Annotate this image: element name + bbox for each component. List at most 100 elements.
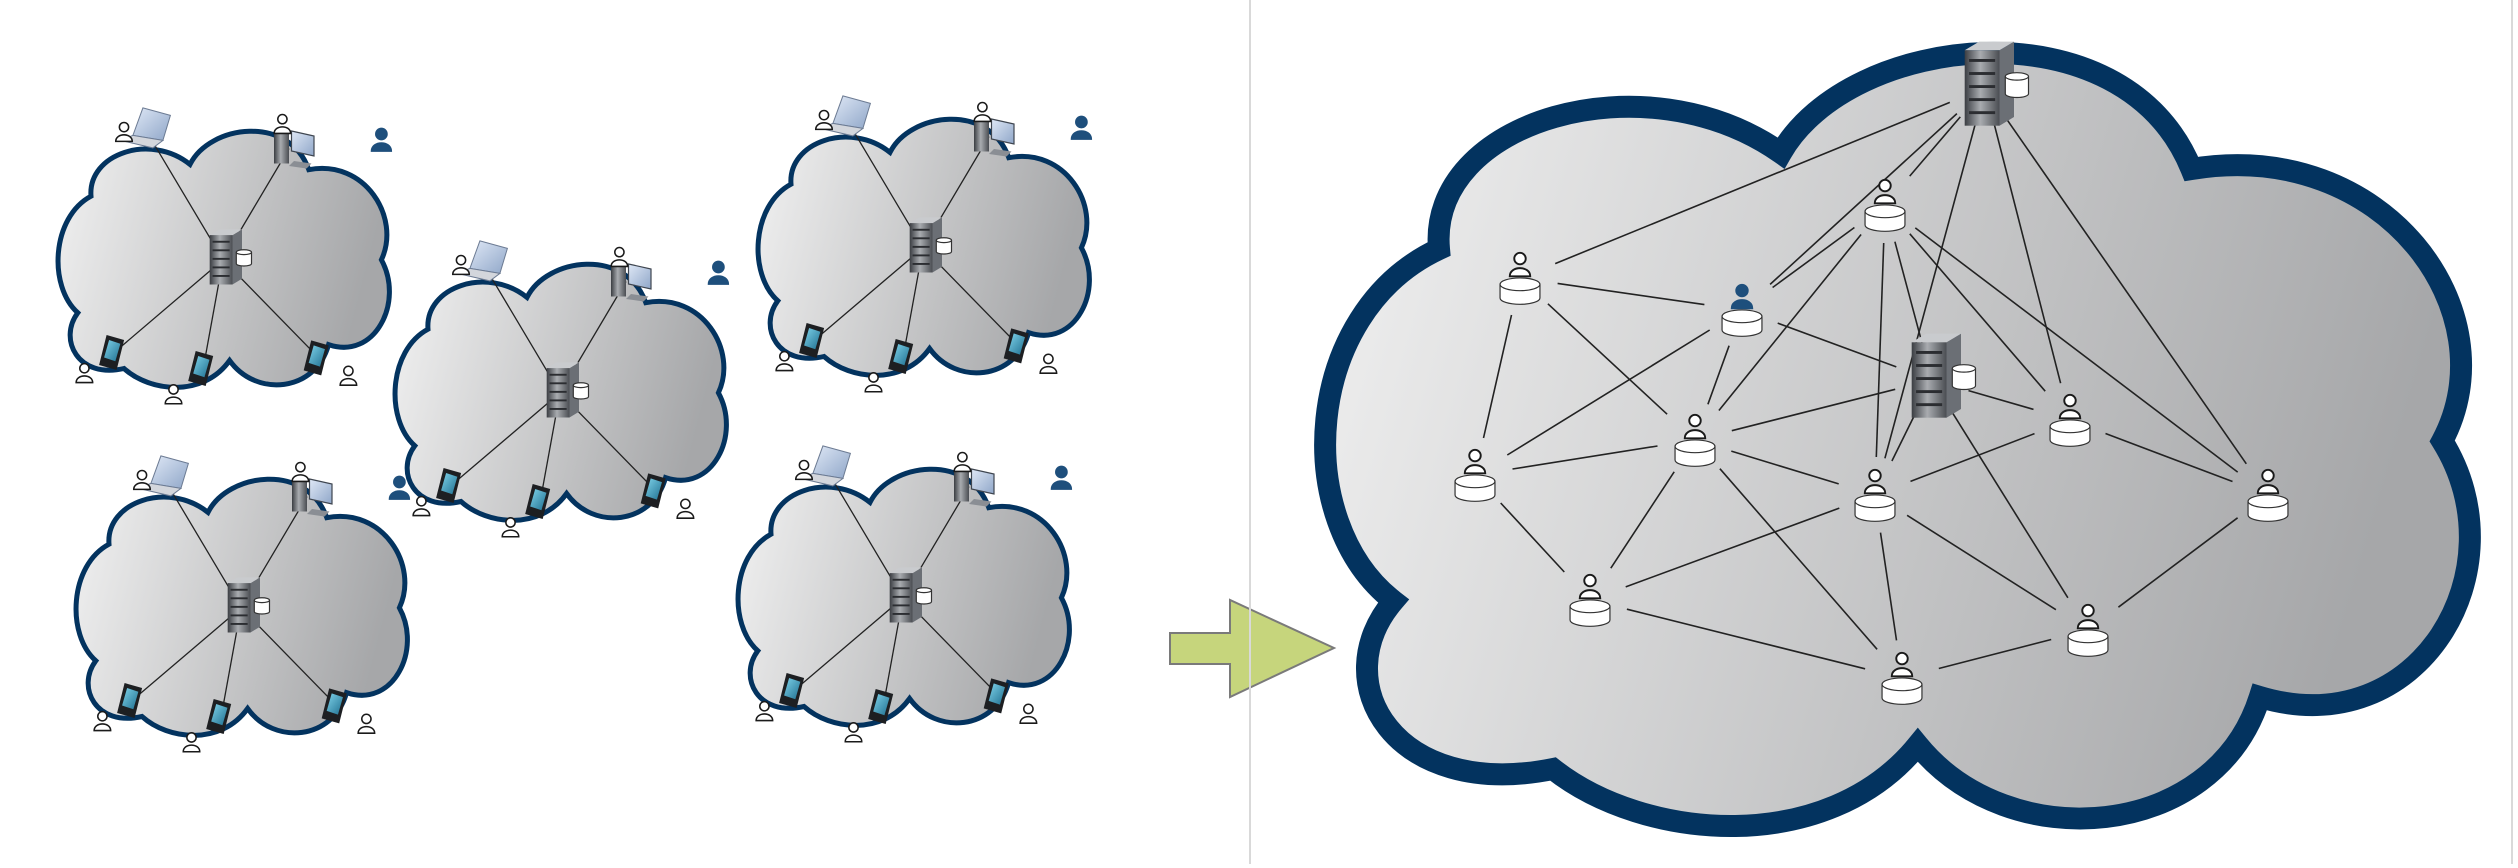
user-icon: [451, 254, 471, 276]
database-icon: [1721, 309, 1763, 337]
database-icon: [2067, 629, 2109, 657]
user-icon: [132, 469, 152, 491]
connector-line: [1500, 502, 1565, 573]
user-icon: [273, 113, 292, 135]
transition-arrow-group: [1169, 598, 1337, 699]
database-icon: [1854, 494, 1896, 522]
user-node: [2247, 468, 2289, 522]
user-node: [1454, 448, 1496, 502]
database-icon: [1674, 439, 1716, 467]
unified-cloud-group: [1314, 41, 2481, 837]
connector-line: [1968, 389, 2034, 411]
user-icon: [388, 475, 411, 500]
connector-line: [1769, 113, 1958, 285]
laptop-icon: [818, 95, 872, 137]
database-icon: [1569, 599, 1611, 627]
user-node: [2049, 393, 2091, 447]
arrow-right-icon: [1169, 598, 1337, 699]
connector-line: [1993, 124, 2062, 384]
smartphone-icon: [99, 335, 125, 371]
connector-line: [450, 392, 561, 487]
database-icon: [235, 249, 253, 267]
connector-line: [1731, 388, 1896, 432]
server-icon: [1964, 41, 2030, 126]
connector-line: [1772, 226, 1855, 289]
database-icon: [935, 237, 953, 255]
desktop-icon: [611, 263, 652, 302]
connector-line: [793, 597, 904, 692]
connector-line: [1557, 282, 1705, 306]
user-icon: [755, 700, 774, 722]
connector-line: [1938, 638, 2052, 670]
user-node: [1721, 283, 1763, 337]
user-icon: [412, 495, 431, 517]
connector-line: [1554, 101, 1951, 265]
user-icon: [973, 101, 992, 123]
smartphone-icon: [188, 350, 214, 386]
user-node: [2067, 603, 2109, 657]
connector-line: [2117, 517, 2239, 608]
isolated-cloud: [392, 240, 730, 538]
isolated-cloud: [55, 107, 393, 405]
user-icon: [357, 713, 376, 734]
panel-divider: [1249, 0, 1251, 864]
user-icon: [114, 121, 134, 143]
connector-line: [1906, 514, 2057, 611]
smartphone-icon: [983, 678, 1009, 714]
user-icon: [1070, 115, 1093, 140]
smartphone-icon: [799, 323, 825, 359]
user-node: [1569, 573, 1611, 627]
connector-line: [113, 259, 224, 354]
user-icon: [1463, 448, 1487, 475]
user-icon: [844, 722, 863, 743]
smartphone-icon: [525, 483, 551, 519]
user-node: [1881, 651, 1923, 705]
smartphone-icon: [1003, 328, 1029, 364]
user-icon: [291, 461, 310, 483]
connector-line: [2105, 432, 2233, 483]
connector-line: [1610, 471, 1675, 569]
user-icon: [953, 451, 972, 473]
connector-line: [1884, 124, 1976, 459]
connector-line: [2006, 118, 2247, 465]
connector-line: [131, 607, 242, 702]
database-icon: [2247, 494, 2289, 522]
connector-line: [813, 247, 924, 342]
isolated-cloud: [755, 95, 1093, 393]
user-icon: [2058, 393, 2082, 420]
connector-line: [1626, 608, 1866, 670]
connector-line: [1914, 227, 2239, 473]
connector-line: [1777, 322, 1897, 368]
user-icon: [164, 384, 183, 405]
user-icon: [1508, 251, 1532, 278]
smartphone-icon: [117, 683, 143, 719]
user-icon: [1683, 413, 1707, 440]
database-icon: [1881, 677, 1923, 705]
database-icon: [1951, 364, 1977, 391]
smartphone-icon: [321, 688, 347, 724]
connector-line: [1951, 411, 2069, 599]
user-icon: [1039, 353, 1058, 374]
server-icon: [209, 229, 253, 285]
smartphone-icon: [436, 468, 462, 504]
database-icon: [1454, 474, 1496, 502]
connector-line: [1891, 413, 1916, 462]
server-icon: [546, 362, 590, 418]
user-icon: [707, 260, 730, 285]
server-icon: [889, 567, 933, 623]
user-icon: [1873, 178, 1897, 205]
user-icon: [610, 246, 629, 268]
user-icon: [864, 372, 883, 393]
user-icon: [501, 517, 520, 538]
database-icon: [2049, 419, 2091, 447]
desktop-icon: [954, 468, 995, 507]
user-icon: [2256, 468, 2280, 495]
smartphone-icon: [888, 338, 914, 374]
connector-line: [1625, 507, 1840, 588]
isolated-clouds-group: [55, 95, 1093, 753]
isolated-cloud: [735, 445, 1073, 743]
connector-line: [1731, 450, 1839, 485]
user-node: [1674, 413, 1716, 467]
